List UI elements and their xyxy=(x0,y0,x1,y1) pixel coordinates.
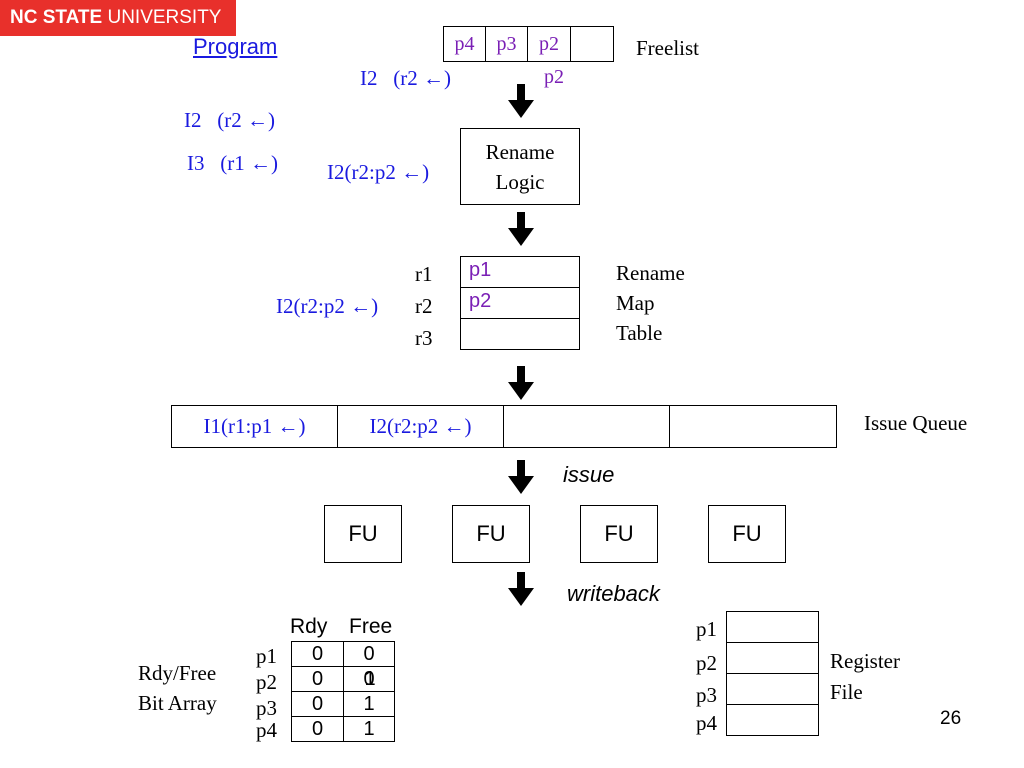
rdy-bit: 0 xyxy=(291,691,344,717)
freelist-incoming-instr: I2 (r2 ←) xyxy=(360,66,451,90)
program-line-i2: I2 (r2 ←) xyxy=(184,108,275,132)
bit-array-header-rdy: Rdy xyxy=(290,615,328,638)
rename-logic-line1: Rename xyxy=(485,139,555,164)
register-file-entry xyxy=(726,673,819,705)
functional-unit: FU xyxy=(580,505,658,563)
program-line-i3: I3 (r1 ←) xyxy=(187,151,278,175)
bit-array-label: Rdy/Free Bit Array xyxy=(138,661,217,715)
issue-queue-entry xyxy=(503,405,670,448)
freelist-label: Freelist xyxy=(636,36,699,60)
issue-label: issue xyxy=(563,462,615,487)
functional-unit: FU xyxy=(708,505,786,563)
freelist-cell: p2 xyxy=(527,26,571,62)
bit-array: 0 0 0 0 1 0 1 0 1 xyxy=(291,641,395,742)
issue-queue-label: Issue Queue xyxy=(864,411,968,435)
bit-array-reg-p3: p3 xyxy=(256,696,277,720)
free-bit: 1 xyxy=(343,716,395,742)
map-reg-r1: r1 xyxy=(415,262,433,286)
issue-queue-entry: I1(r1:p1 ←) xyxy=(171,405,338,448)
map-reg-r3: r3 xyxy=(415,326,433,350)
register-file xyxy=(726,611,819,736)
register-file-label: Register File xyxy=(830,649,900,704)
register-file-entry xyxy=(726,611,819,643)
map-entry-r1: p1 xyxy=(460,256,580,288)
rename-logic-line2: Logic xyxy=(495,169,545,194)
bit-array-reg-p1: p1 xyxy=(256,644,277,668)
freelist-cell: p3 xyxy=(485,26,528,62)
down-arrow-icon xyxy=(508,366,534,400)
freelist-cell xyxy=(570,26,614,62)
regfile-reg-p1: p1 xyxy=(696,617,717,641)
rename-logic-input-instr: I2(r2:p2 ←) xyxy=(327,160,430,184)
free-bit-overlay: 1 xyxy=(364,667,376,690)
down-arrow-icon xyxy=(508,460,534,494)
down-arrow-icon xyxy=(508,572,534,606)
writeback-label: writeback xyxy=(567,581,660,606)
freelist-cell: p4 xyxy=(443,26,486,62)
rename-logic-box: Rename Logic xyxy=(460,128,580,205)
rename-map-label: Rename Map Table xyxy=(616,261,685,345)
rdy-bit: 0 xyxy=(291,716,344,742)
regfile-reg-p2: p2 xyxy=(696,651,717,675)
issue-queue-entry: I2(r2:p2 ←) xyxy=(337,405,504,448)
functional-unit: FU xyxy=(452,505,530,563)
rdy-bit: 0 xyxy=(291,666,344,692)
rdy-bit: 0 xyxy=(291,641,344,667)
free-bit: 0 1 xyxy=(343,666,395,692)
down-arrow-icon xyxy=(508,84,534,118)
program-title[interactable]: Program xyxy=(193,34,278,59)
register-file-entry xyxy=(726,642,819,674)
freelist-pop-label: p2 xyxy=(544,66,564,88)
rename-map-input-instr: I2(r2:p2 ←) xyxy=(276,294,379,318)
down-arrow-icon xyxy=(508,212,534,246)
rename-map-table: p1 p2 xyxy=(460,256,580,350)
register-file-entry xyxy=(726,704,819,736)
page-number: 26 xyxy=(940,708,962,729)
map-entry-r2: p2 xyxy=(460,287,580,319)
bit-array-header-free: Free xyxy=(349,615,393,638)
nc-state-logo: NC STATE UNIVERSITY xyxy=(0,0,236,36)
issue-queue-entry xyxy=(669,405,837,448)
free-bit: 0 xyxy=(343,641,395,667)
functional-unit: FU xyxy=(324,505,402,563)
map-entry-r3 xyxy=(460,318,580,350)
bit-array-reg-p2: p2 xyxy=(256,670,277,694)
map-reg-r2: r2 xyxy=(415,294,433,318)
regfile-reg-p4: p4 xyxy=(696,711,717,735)
freelist: p4 p3 p2 xyxy=(443,26,614,62)
issue-queue: I1(r1:p1 ←) I2(r2:p2 ←) xyxy=(171,405,837,448)
bit-array-reg-p4: p4 xyxy=(256,718,277,742)
free-bit: 1 xyxy=(343,691,395,717)
regfile-reg-p3: p3 xyxy=(696,683,717,707)
